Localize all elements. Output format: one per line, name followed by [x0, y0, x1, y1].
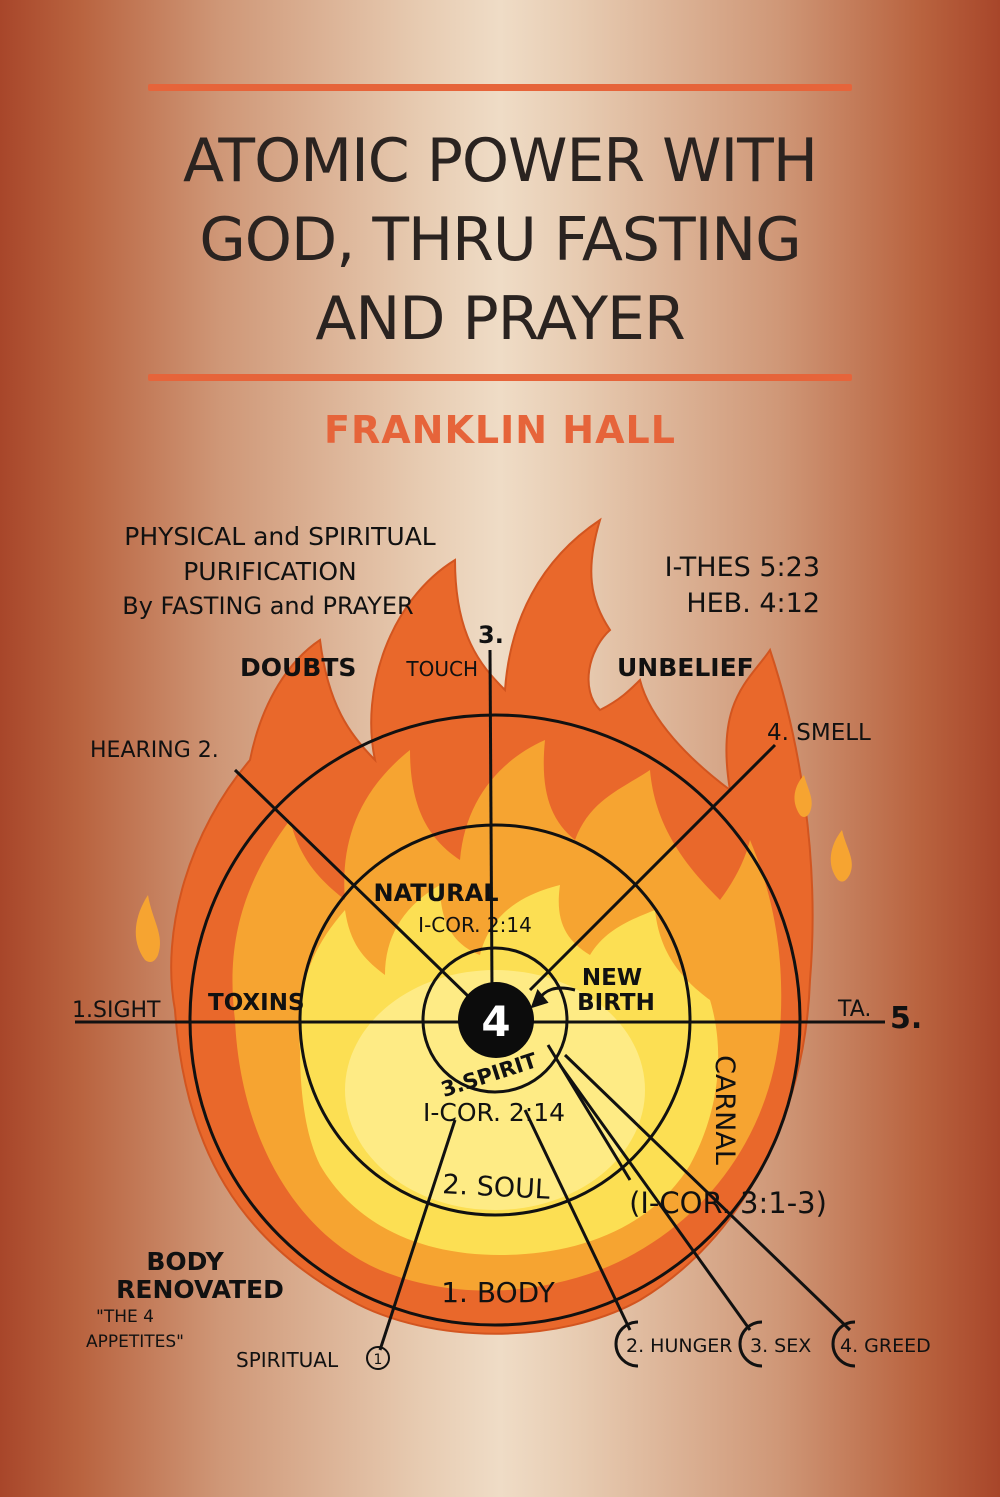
sex-label: 3. SEX: [750, 1335, 811, 1357]
flame-core: [345, 970, 645, 1210]
spiritual-number: 1: [374, 1352, 383, 1368]
title-line: GOD, THRU FASTING: [199, 205, 801, 275]
taste-label: TA.: [837, 997, 871, 1022]
smell-label: 4. SMELL: [767, 720, 871, 746]
title-line: AND PRAYER: [315, 284, 685, 354]
toxins-label: TOXINS: [208, 990, 305, 1016]
appetites-label: "THE 4: [96, 1307, 154, 1327]
caption-line: By FASTING and PRAYER: [122, 592, 413, 620]
pointer-hunger: [523, 1109, 632, 1331]
top-rule: [148, 84, 852, 91]
pointer-spiritual: [378, 1119, 457, 1351]
body-renovated-label: RENOVATED: [116, 1275, 284, 1304]
body-renovated-label: BODY: [146, 1247, 224, 1276]
pointer-sex: [558, 1064, 752, 1331]
spirit-reference: I-COR. 2:14: [423, 1098, 565, 1127]
new-birth-label: NEW: [582, 965, 642, 991]
greed-bracket: [831, 1320, 856, 1368]
spiritual-label: SPIRITUAL: [236, 1348, 339, 1372]
center-number: 4: [481, 997, 510, 1046]
smell-line: [528, 743, 777, 992]
sex-bracket: [738, 1320, 763, 1368]
title-line: ATOMIC POWER WITH: [183, 126, 818, 196]
hearing-line: [233, 768, 472, 1000]
ember-right: [830, 830, 852, 882]
touch-line: [488, 649, 494, 991]
author-name: FRANKLIN HALL: [324, 408, 676, 452]
carnal-reference: (I-COR. 3:1-3): [629, 1186, 827, 1220]
hunger-label: 2. HUNGER: [626, 1335, 733, 1357]
caption-line: PHYSICAL and SPIRITUAL: [124, 522, 436, 551]
book-title: ATOMIC POWER WITH GOD, THRU FASTING AND …: [60, 122, 940, 359]
soul-circle: [298, 823, 692, 1217]
touch-label: TOUCH: [405, 657, 478, 681]
pointer-greed: [563, 1053, 852, 1332]
hearing-label: HEARING 2.: [90, 738, 219, 763]
new-birth-arrowhead: [530, 988, 549, 1009]
soul-label: 2. SOUL: [442, 1169, 551, 1206]
appetites-label: APPETITES": [86, 1332, 184, 1352]
ember-right-top: [794, 775, 812, 817]
touch-number: 3.: [478, 621, 504, 649]
spiritual-circle-marker: [366, 1346, 390, 1370]
bottom-rule: [148, 374, 852, 381]
natural-reference: I-COR. 2:14: [418, 913, 532, 937]
carnal-label: CARNAL: [709, 1055, 740, 1165]
new-birth-label: BIRTH: [577, 990, 655, 1016]
center-badge: [458, 982, 534, 1058]
spirit-circle: [421, 946, 569, 1094]
caption-line: PURIFICATION: [183, 557, 357, 586]
greed-label: 4. GREED: [840, 1335, 931, 1357]
scripture-reference: I-THES 5:23: [665, 552, 820, 583]
ember-left: [135, 895, 161, 963]
taste-number: 5.: [890, 1001, 922, 1036]
scripture-reference: HEB. 4:12: [686, 588, 820, 619]
unbelief-label: UNBELIEF: [617, 653, 754, 682]
diagram-labels: PHYSICAL and SPIRITUAL PURIFICATION By F…: [72, 522, 931, 1372]
body-label: 1. BODY: [441, 1276, 555, 1309]
natural-label: NATURAL: [373, 879, 498, 907]
doubts-label: DOUBTS: [240, 653, 356, 682]
body-circle: [188, 713, 802, 1327]
sight-label: 1.SIGHT: [72, 998, 161, 1023]
hunger-bracket: [614, 1320, 639, 1368]
